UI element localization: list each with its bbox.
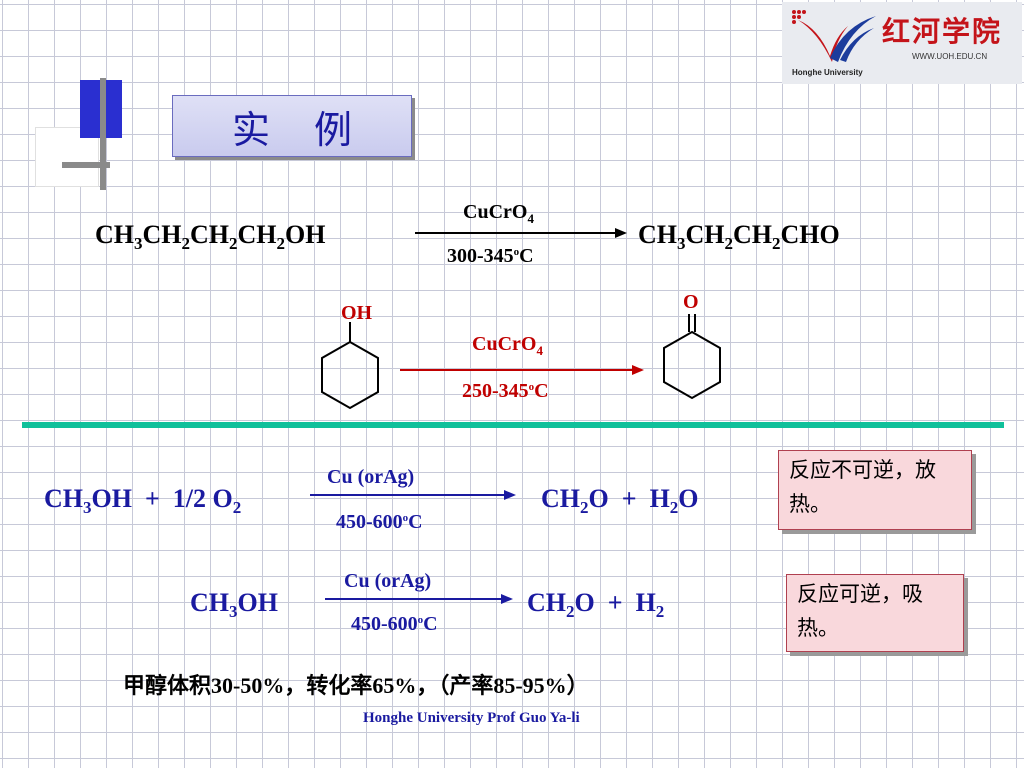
reaction2-arrow bbox=[400, 365, 644, 375]
reaction1-catalyst: CuCrO4 bbox=[463, 201, 534, 226]
cyclohexanol-structure bbox=[321, 322, 379, 410]
university-logo: 红河学院 WWW.UOH.EDU.CN Honghe University bbox=[782, 2, 1022, 84]
reaction4-products: CH2O + H2 bbox=[527, 588, 665, 621]
logo-english-name: Honghe University bbox=[792, 68, 863, 77]
logo-emblem-icon bbox=[792, 10, 876, 62]
reaction3-catalyst: Cu (orAg) bbox=[327, 466, 415, 488]
reaction2-catalyst: CuCrO4 bbox=[472, 333, 543, 358]
reaction3-temperature: 450-600oC bbox=[336, 511, 423, 533]
reaction3-note: 反应不可逆，放热。 bbox=[778, 450, 972, 530]
decor-horizontal-bar bbox=[62, 162, 110, 168]
credit-text: Honghe University Prof Guo Ya-li bbox=[363, 710, 580, 726]
section-divider bbox=[22, 422, 1004, 428]
reaction1-temperature: 300-345oC bbox=[447, 245, 534, 267]
summary-text: 甲醇体积30-50%，转化率65%，（产率85-95%） bbox=[123, 673, 589, 698]
reaction3-reactants: CH3OH + 1/2 O2 bbox=[44, 484, 242, 517]
reaction4-reactant: CH3OH bbox=[190, 588, 278, 621]
logo-url: WWW.UOH.EDU.CN bbox=[912, 52, 988, 61]
reaction4-arrow bbox=[325, 594, 513, 604]
slide-title: 实例 bbox=[172, 95, 412, 157]
reaction2-o-label: O bbox=[683, 291, 699, 313]
reaction1-product: CH3CH2CH2CHO bbox=[638, 220, 840, 253]
reaction2-temperature: 250-345oC bbox=[462, 380, 549, 402]
reaction3-arrow bbox=[310, 490, 516, 500]
cyclohexanone-structure bbox=[663, 314, 721, 400]
logo-chinese-name: 红河学院 bbox=[882, 17, 1003, 48]
decor-vertical-bar bbox=[100, 78, 106, 190]
reaction4-temperature: 450-600oC bbox=[351, 613, 438, 635]
reaction4-note: 反应可逆，吸热。 bbox=[786, 574, 964, 652]
reaction1-reactant: CH3CH2CH2CH2OH bbox=[95, 220, 326, 253]
reaction2-oh-label: OH bbox=[341, 302, 373, 324]
reaction3-products: CH2O + H2O bbox=[541, 484, 699, 517]
reaction1-arrow bbox=[415, 228, 627, 238]
reaction4-catalyst: Cu (orAg) bbox=[344, 570, 432, 592]
